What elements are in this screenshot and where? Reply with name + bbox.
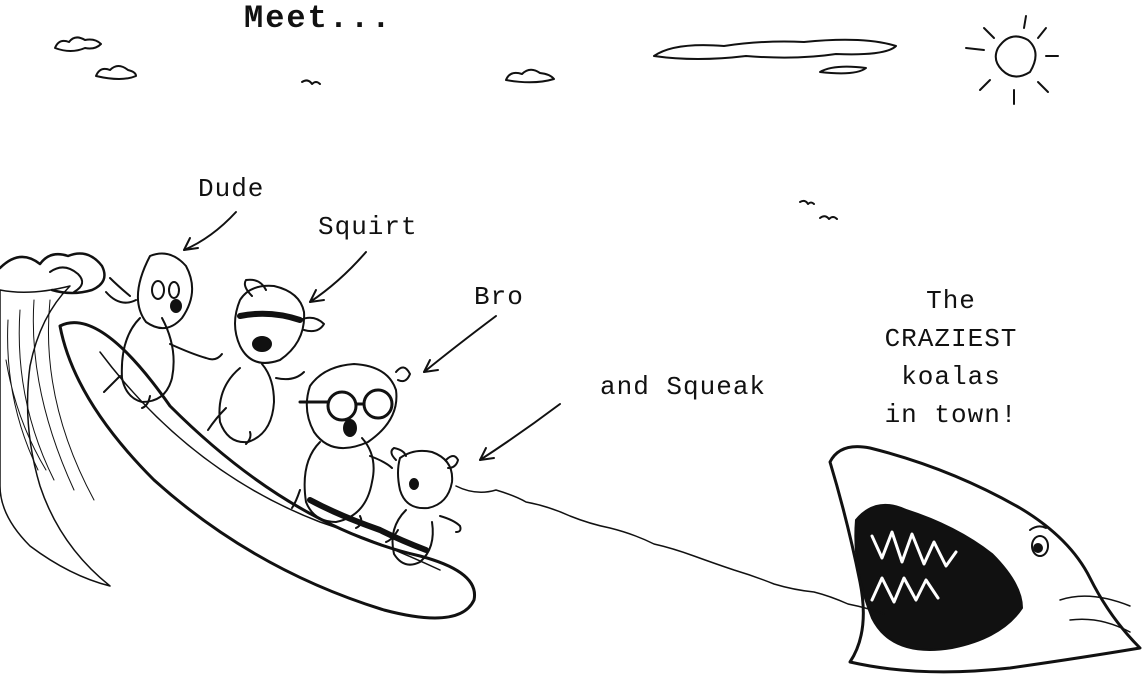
shark-icon	[830, 447, 1140, 672]
koala-icon	[208, 280, 324, 444]
tagline-line: in town!	[884, 400, 1018, 430]
bird-icon	[820, 216, 837, 219]
bird-icon	[302, 80, 320, 84]
koala-icon	[104, 254, 222, 408]
cloud-icon	[55, 37, 101, 51]
label-dude: Dude	[198, 174, 265, 204]
tagline-line: koalas	[901, 362, 1001, 392]
tagline-line: The	[926, 286, 976, 316]
koala-icon	[386, 448, 461, 565]
surfboard-icon	[60, 323, 475, 618]
cloud-icon	[96, 66, 136, 79]
page-title: Meet...	[244, 0, 393, 37]
label-squeak: and Squeak	[600, 372, 767, 402]
sun-icon	[966, 16, 1058, 104]
koala-icon	[292, 364, 410, 528]
tagline: The CRAZIEST koalas in town!	[858, 282, 1044, 434]
tagline-line: CRAZIEST	[884, 324, 1018, 354]
arrow-icon	[424, 316, 496, 372]
label-squirt: Squirt	[318, 212, 418, 242]
fishing-line	[456, 486, 884, 614]
wave-icon	[0, 254, 110, 586]
cloud-icon	[654, 40, 896, 74]
label-bro: Bro	[474, 282, 524, 312]
bird-icon	[800, 201, 814, 204]
arrow-icon	[310, 252, 366, 302]
arrow-icon	[480, 404, 560, 460]
arrow-icon	[184, 212, 236, 250]
cloud-icon	[506, 70, 554, 83]
